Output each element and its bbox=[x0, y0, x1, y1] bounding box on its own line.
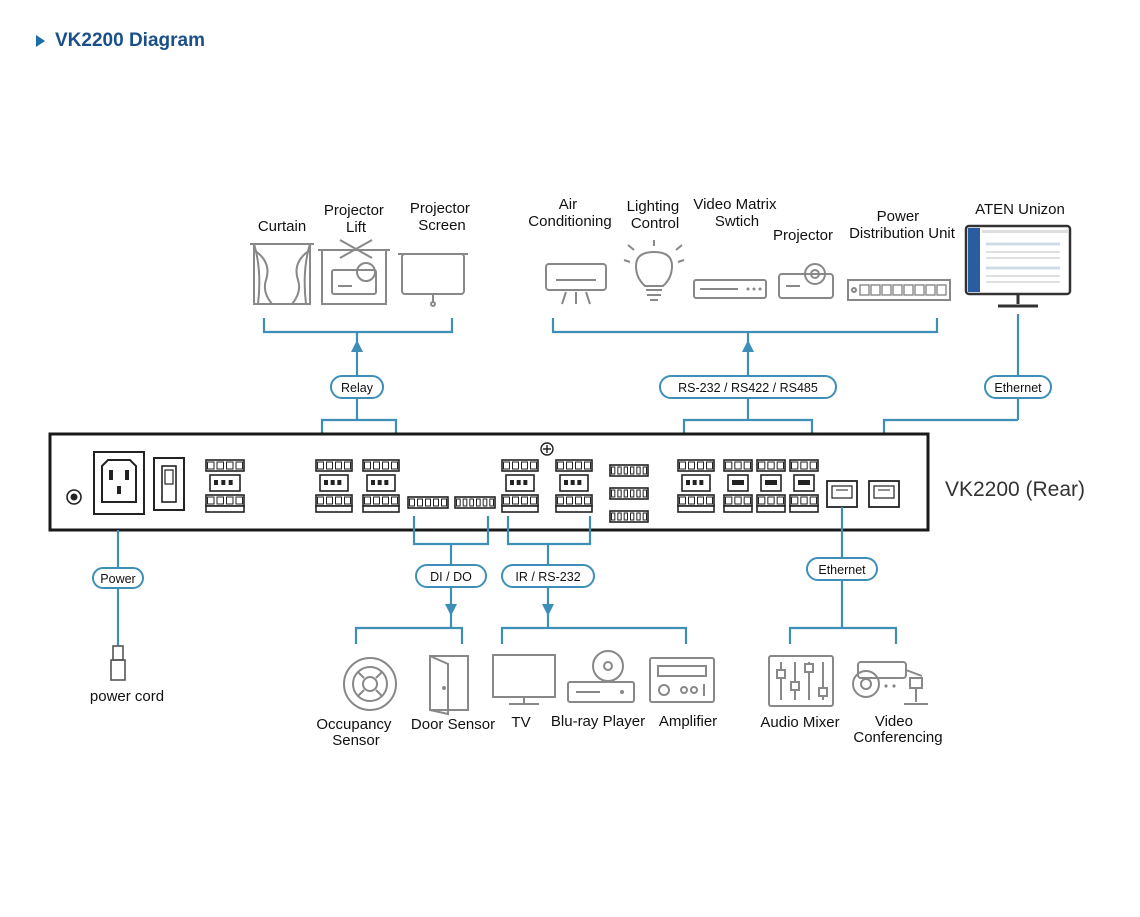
terminal-strip-icon bbox=[609, 464, 649, 523]
door-icon bbox=[429, 655, 469, 716]
bluray-label: Blu-ray Player bbox=[551, 713, 645, 730]
terminal-block-icon bbox=[205, 459, 245, 513]
projector-screen-label: Projector Screen bbox=[410, 200, 474, 234]
caret-right-icon bbox=[36, 35, 45, 47]
arrow-up-icon bbox=[351, 340, 363, 352]
power-cord-label: power cord bbox=[90, 688, 164, 705]
curtain-label: Curtain bbox=[258, 218, 306, 235]
curtain-device: Curtain bbox=[250, 218, 314, 305]
power-bus: Power bbox=[92, 530, 144, 646]
tv-icon bbox=[492, 654, 556, 705]
projector-lift-device: Projector Lift bbox=[318, 202, 390, 305]
projector-lift-icon bbox=[318, 239, 390, 305]
terminal-block-icon bbox=[362, 459, 400, 513]
dido-label: DI / DO bbox=[430, 570, 472, 584]
terminal-block-icon bbox=[315, 459, 353, 513]
power-label: Power bbox=[100, 572, 135, 586]
pdu-icon bbox=[847, 279, 951, 301]
arrow-down-icon bbox=[542, 604, 554, 616]
video-matrix-label: Video Matrix Swtich bbox=[693, 196, 780, 230]
air-conditioning-label: Air Conditioning bbox=[528, 196, 611, 230]
occupancy-sensor-icon bbox=[343, 657, 397, 711]
arrow-down-icon bbox=[445, 604, 457, 616]
pdu-label: Power Distribution Unit bbox=[849, 208, 956, 242]
video-conferencing-label: Video Conferencing bbox=[853, 713, 942, 746]
terminal-block-icon bbox=[789, 459, 819, 513]
dido-bus: DI / DO bbox=[354, 516, 490, 644]
top-screw-icon bbox=[540, 442, 554, 456]
amplifier-device: Amplifier bbox=[649, 657, 717, 730]
terminal-block-icon bbox=[501, 459, 539, 513]
projector-label: Projector bbox=[773, 227, 833, 244]
power-plug-icon bbox=[110, 645, 126, 681]
terminal-block-icon bbox=[756, 459, 786, 513]
curtain-icon bbox=[250, 243, 314, 305]
audio-mixer-icon bbox=[768, 655, 834, 707]
door-sensor-label: Door Sensor bbox=[411, 716, 495, 733]
projector-screen-icon bbox=[398, 253, 468, 307]
power-switch-icon bbox=[153, 457, 185, 511]
occupancy-sensor-device: Occupancy Sensor bbox=[316, 657, 397, 749]
door-sensor-device: Door Sensor bbox=[411, 655, 495, 733]
monitor-icon bbox=[964, 224, 1072, 308]
device-label: VK2200 (Rear) bbox=[945, 478, 1085, 501]
ethernet-top-label: Ethernet bbox=[994, 381, 1042, 395]
air-conditioning-device: Air Conditioning bbox=[528, 196, 612, 305]
terminal-block-icon bbox=[723, 459, 753, 513]
ethernet-top-pill: Ethernet bbox=[984, 375, 1052, 399]
page-header: VK2200 Diagram bbox=[36, 30, 205, 52]
video-matrix-device: Video Matrix Swtich bbox=[693, 196, 780, 299]
lightbulb-icon bbox=[623, 240, 685, 301]
bluray-player-icon bbox=[567, 650, 635, 703]
terminal-block-icon bbox=[677, 459, 715, 513]
ethernet-bottom-bus: Ethernet bbox=[788, 507, 898, 644]
serial-label: RS-232 / RS422 / RS485 bbox=[678, 381, 818, 395]
unizon-device: ATEN Unizon bbox=[964, 201, 1072, 308]
projector-screen-device: Projector Screen bbox=[398, 200, 474, 307]
occupancy-sensor-label: Occupancy Sensor bbox=[316, 716, 395, 749]
bluray-device: Blu-ray Player bbox=[551, 650, 645, 730]
audio-mixer-label: Audio Mixer bbox=[760, 714, 839, 731]
page-title: VK2200 Diagram bbox=[55, 30, 205, 51]
relay-bus-top bbox=[262, 318, 454, 376]
ethernet-port-icon bbox=[868, 480, 900, 508]
pdu-device: Power Distribution Unit bbox=[847, 208, 956, 301]
vk2200-chassis bbox=[48, 432, 930, 532]
power-inlet-icon bbox=[93, 451, 145, 515]
tv-device: TV bbox=[492, 654, 556, 731]
ir-label: IR / RS-232 bbox=[515, 570, 580, 584]
ground-screw-icon bbox=[66, 489, 82, 505]
conference-camera-icon bbox=[852, 661, 928, 705]
video-matrix-switch-icon bbox=[693, 279, 767, 299]
amplifier-label: Amplifier bbox=[659, 713, 717, 730]
relay-label: Relay bbox=[341, 381, 374, 395]
tv-label: TV bbox=[511, 714, 530, 731]
terminal-strip-icon bbox=[454, 496, 496, 509]
amplifier-icon bbox=[649, 657, 715, 703]
air-conditioner-icon bbox=[545, 263, 607, 305]
ethernet-bottom-label: Ethernet bbox=[818, 563, 866, 577]
power-cord-device: power cord bbox=[90, 645, 164, 705]
terminal-strip-icon bbox=[407, 496, 449, 509]
audio-mixer-device: Audio Mixer bbox=[760, 655, 840, 731]
serial-bus-top bbox=[551, 318, 939, 376]
lighting-control-label: Lighting Control bbox=[627, 198, 684, 232]
terminal-block-icon bbox=[555, 459, 593, 513]
video-conferencing-device: Video Conferencing bbox=[852, 661, 943, 746]
lighting-control-device: Lighting Control bbox=[623, 198, 685, 301]
arrow-up-icon bbox=[742, 340, 754, 352]
projector-lift-label: Projector Lift bbox=[324, 202, 388, 236]
projector-device: Projector bbox=[773, 227, 834, 299]
projector-icon bbox=[778, 263, 834, 299]
ir-bus: IR / RS-232 bbox=[500, 516, 688, 644]
unizon-label: ATEN Unizon bbox=[975, 201, 1065, 218]
ethernet-port-icon bbox=[826, 480, 858, 508]
